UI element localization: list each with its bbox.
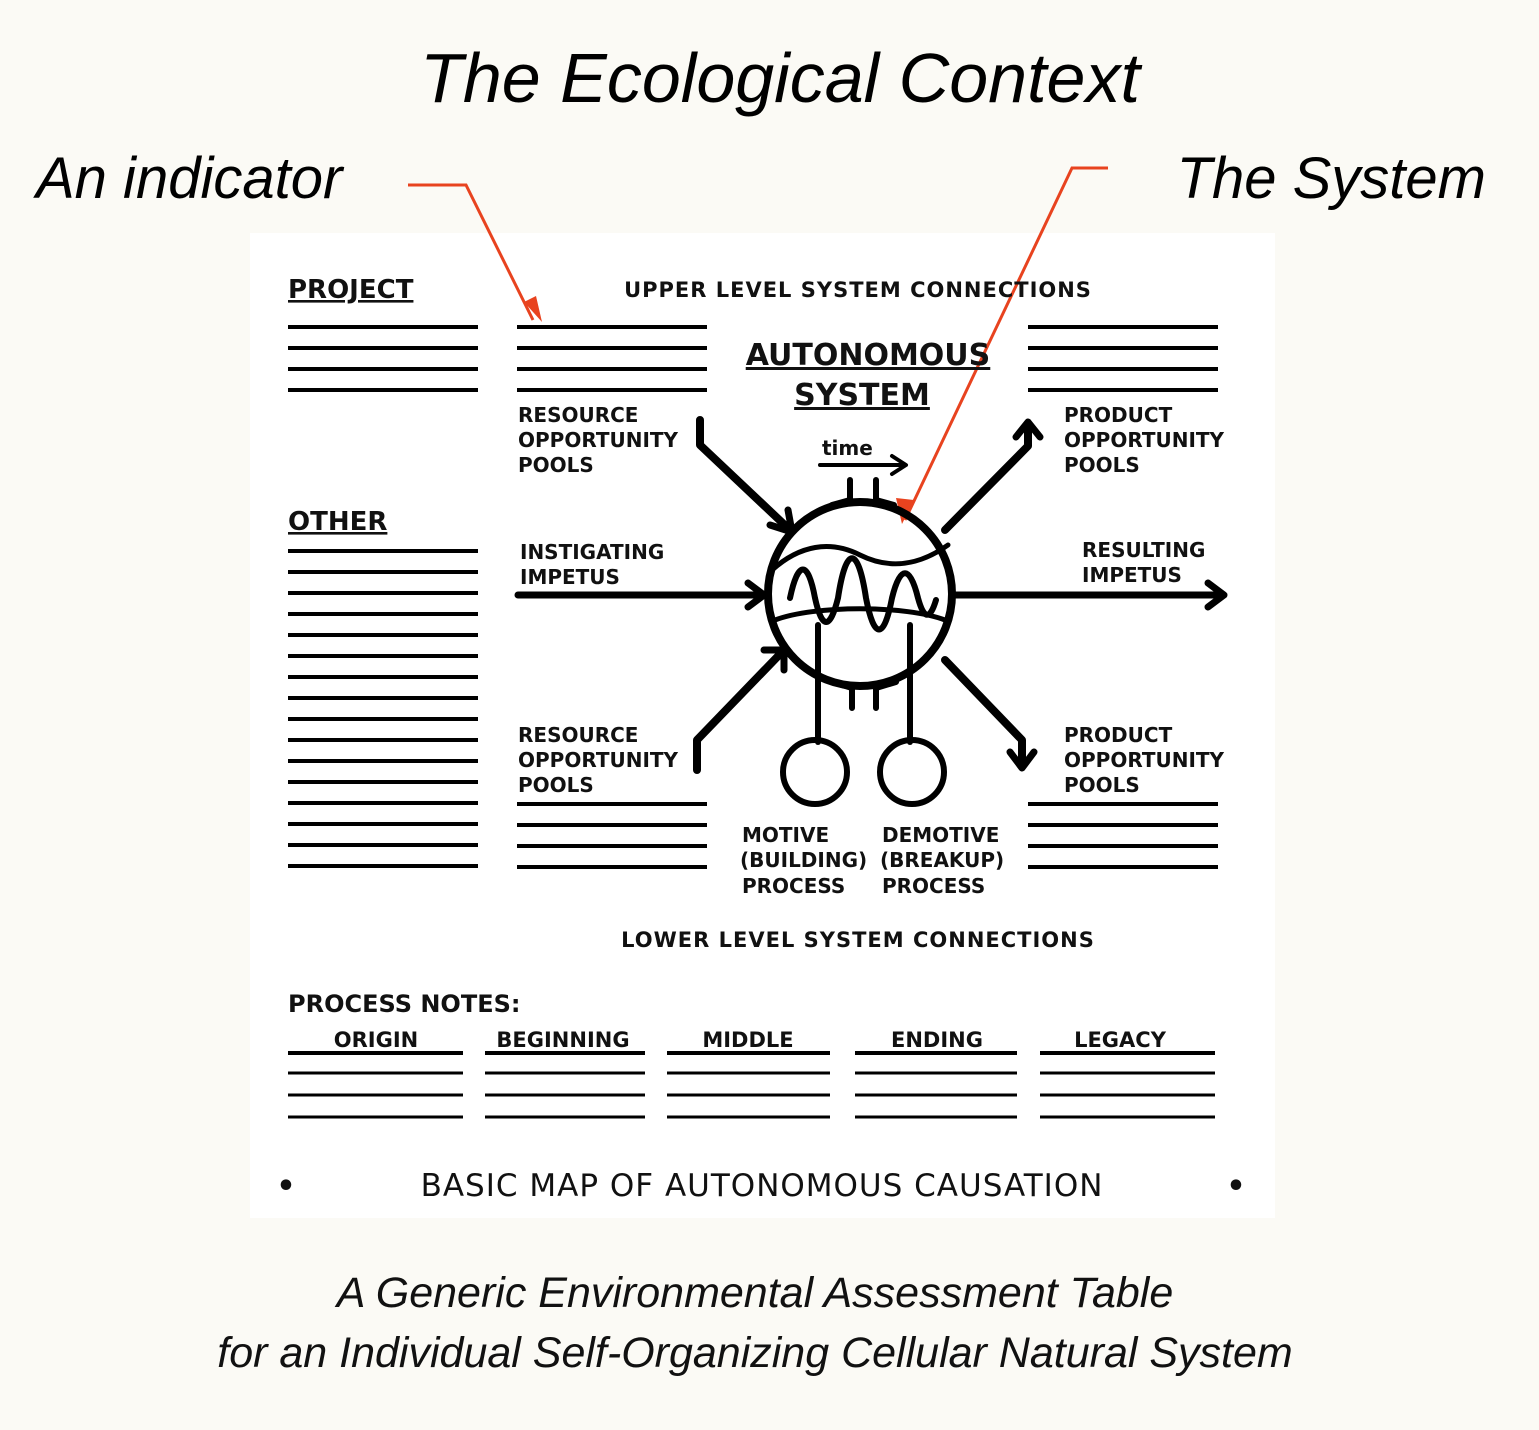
phase-ending: ENDING xyxy=(891,1028,983,1052)
product-bottom-arrow xyxy=(941,656,1038,772)
phase-legacy: LEGACY xyxy=(1074,1028,1167,1052)
product-bottom-label: PRODUCT OPPORTUNITY POOLS xyxy=(1064,723,1231,797)
resulting-label: RESULTING IMPETUS xyxy=(1082,538,1212,587)
instigating-label: INSTIGATING IMPETUS xyxy=(520,540,671,589)
phase-middle: MIDDLE xyxy=(702,1028,793,1052)
product-top-label: PRODUCT OPPORTUNITY POOLS xyxy=(1064,403,1231,477)
map-title: BASIC MAP OF AUTONOMOUS CAUSATION xyxy=(421,1168,1104,1204)
product-top-rules xyxy=(1028,325,1218,392)
map-title-bullet-left: • xyxy=(276,1169,295,1204)
product-bottom-rules xyxy=(1028,802,1218,869)
caption-line-2: for an Individual Self-Organizing Cellul… xyxy=(217,1329,1292,1377)
autonomous-heading: AUTONOMOUS xyxy=(746,338,991,373)
project-heading: PROJECT xyxy=(288,275,414,305)
product-top-arrow xyxy=(941,418,1044,534)
demotive-label: DEMOTIVE (BREAKUP) PROCESS xyxy=(880,823,1011,898)
phase-beginning: BEGINNING xyxy=(496,1028,629,1052)
system-pointer-line xyxy=(903,166,1108,521)
time-label: time xyxy=(822,436,873,460)
caption-line-1: A Generic Environmental Assessment Table xyxy=(334,1269,1174,1317)
indicator-pointer-line xyxy=(408,183,535,321)
other-rules xyxy=(288,549,478,868)
phase-origin: ORIGIN xyxy=(334,1028,418,1052)
other-heading: OTHER xyxy=(288,507,387,537)
resource-top-rules xyxy=(517,325,707,392)
demotive-process-node xyxy=(877,622,947,807)
upper-connections-label: UPPER LEVEL SYSTEM CONNECTIONS xyxy=(624,278,1092,302)
instigating-arrow xyxy=(514,579,768,611)
system-heading: SYSTEM xyxy=(794,378,930,413)
map-title-bullet-right: • xyxy=(1226,1169,1245,1204)
indicator-label: An indicator xyxy=(33,146,345,211)
resulting-arrow xyxy=(951,579,1228,611)
autonomous-system-circle xyxy=(764,477,956,711)
phase-columns: ORIGIN BEGINNING MIDDLE ENDING LEGACY xyxy=(288,1028,1215,1119)
motive-label: MOTIVE (BUILDING) PROCESS xyxy=(740,823,874,898)
time-arrow xyxy=(818,454,908,476)
project-rules xyxy=(288,325,478,392)
system-label: The System xyxy=(1177,146,1486,211)
resource-bottom-rules xyxy=(517,802,707,869)
lower-connections-label: LOWER LEVEL SYSTEM CONNECTIONS xyxy=(621,928,1095,952)
resource-top-arrow xyxy=(696,416,796,536)
motive-process-node xyxy=(780,622,850,807)
indicator-pointer-arrowhead xyxy=(524,296,542,322)
resource-bottom-label: RESOURCE OPPORTUNITY POOLS xyxy=(518,723,685,797)
page-title: The Ecological Context xyxy=(420,39,1142,117)
resource-top-label: RESOURCE OPPORTUNITY POOLS xyxy=(518,403,685,477)
resource-bottom-arrow xyxy=(693,646,788,774)
process-notes-heading: PROCESS NOTES: xyxy=(288,990,520,1018)
